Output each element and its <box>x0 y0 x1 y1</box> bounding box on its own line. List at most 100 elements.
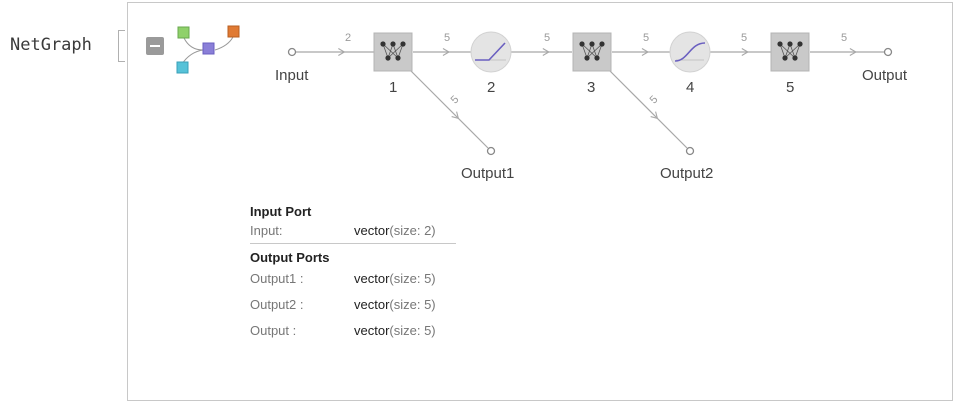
edge-2-3 <box>511 48 572 56</box>
layer-neuron <box>594 55 600 61</box>
output-port-row: Output1 : vector(size: 5) <box>250 267 456 293</box>
icon-edge-c <box>214 36 234 51</box>
port-type: vector(size: 5) <box>354 297 436 312</box>
icon-node-orange <box>227 25 240 38</box>
node-2-ramp-layer <box>470 31 512 73</box>
node-label-3: 3 <box>587 79 596 96</box>
port-type: vector(size: 5) <box>354 323 436 338</box>
layer-neuron <box>599 41 605 47</box>
collapse-button[interactable] <box>146 37 164 55</box>
edge-3-4-arrow <box>641 48 650 56</box>
edge-dim-2-3: 5 <box>544 32 551 44</box>
layer-connection <box>387 43 404 59</box>
layer-connection <box>784 43 801 59</box>
layer-neuron <box>390 41 396 47</box>
layer-box <box>572 32 612 72</box>
edge-1-2-arrow <box>442 48 451 56</box>
node-label-input: Input <box>275 67 309 84</box>
layer-connection <box>586 43 603 59</box>
edge-dim-input-1: 2 <box>345 32 352 44</box>
node-label-2: 2 <box>487 79 496 96</box>
output-port-row: Output : vector(size: 5) <box>250 319 456 345</box>
layer-neuron <box>787 41 793 47</box>
edge-4-5-arrow <box>741 48 749 56</box>
node-label-output2: Output2 <box>660 165 714 182</box>
node-label-5: 5 <box>786 79 795 96</box>
edge-1-output1-arrow <box>451 111 460 120</box>
edge-3-output2 <box>608 69 688 149</box>
icon-node-purple <box>202 42 215 55</box>
port-type: vector(size: 5) <box>354 271 436 286</box>
edge-input-1-arrow <box>338 48 346 56</box>
node-4-sigmoid-layer <box>669 31 711 73</box>
layer-neuron <box>579 41 585 47</box>
output-port-row: Output2 : vector(size: 5) <box>250 293 456 319</box>
port-name: Output1 : <box>250 271 304 286</box>
netgraph-head: NetGraph <box>10 35 92 55</box>
edge-dim-5-output: 5 <box>841 32 848 44</box>
port-info-panel: Input Port Input: vector(size: 2) Output… <box>250 204 456 345</box>
layer-neuron <box>400 41 406 47</box>
layer-box <box>373 32 413 72</box>
layer-neuron <box>777 41 783 47</box>
layer-neuron <box>385 55 391 61</box>
node-label-4: 4 <box>686 79 695 96</box>
port-size: (size: 2) <box>389 223 436 238</box>
edge-5-output-arrow <box>849 48 857 56</box>
layer-neuron <box>589 41 595 47</box>
node-output2-port <box>685 146 695 156</box>
netgraph-icon <box>176 25 240 74</box>
layer-neuron <box>395 55 401 61</box>
edge-dim-1-2: 5 <box>444 32 451 44</box>
edge-1-output1 <box>409 69 489 149</box>
port-type: vector(size: 2) <box>354 223 436 238</box>
edge-3-output2-arrow <box>650 111 659 120</box>
output-ports-heading: Output Ports <box>250 250 330 265</box>
port-size: (size: 5) <box>389 271 436 286</box>
input-port-row: Input: vector(size: 2) <box>250 219 456 241</box>
edge-2-3-arrow <box>542 48 550 56</box>
node-label-output1: Output1 <box>461 165 515 182</box>
icon-node-green <box>177 26 190 39</box>
edge-input-1 <box>296 48 374 56</box>
port-name: Input: <box>250 223 283 238</box>
open-bracket <box>118 30 125 62</box>
port-name: Output : <box>250 323 297 338</box>
port-type-name: vector <box>354 297 390 312</box>
port-type-name: vector <box>354 271 390 286</box>
edges-layer <box>296 48 884 149</box>
node-input-port <box>287 47 297 57</box>
node-2-circle <box>470 31 512 73</box>
node-5-linear-layer <box>770 32 810 72</box>
layer-neuron <box>792 55 798 61</box>
port-name: Output2 : <box>250 297 304 312</box>
layer-neuron <box>380 41 386 47</box>
info-separator <box>250 243 456 244</box>
node-output1-port <box>486 146 496 156</box>
node-label-1: 1 <box>389 79 398 96</box>
layer-neuron <box>584 55 590 61</box>
netgraph-panel <box>127 2 953 401</box>
edge-3-4 <box>612 48 670 56</box>
layer-neuron <box>797 41 803 47</box>
edge-1-2 <box>413 48 471 56</box>
node-4-curve <box>674 42 706 62</box>
edge-5-output <box>810 48 884 56</box>
icon-edge-a <box>183 37 204 51</box>
port-type-name: vector <box>354 223 390 238</box>
edge-dim-4-5: 5 <box>741 32 748 44</box>
layer-neuron <box>782 55 788 61</box>
node-label-output: Output <box>862 67 908 84</box>
port-type-name: vector <box>354 323 390 338</box>
input-port-heading: Input Port <box>250 204 312 219</box>
node-1-linear-layer <box>373 32 413 72</box>
port-size: (size: 5) <box>389 323 436 338</box>
node-3-linear-layer <box>572 32 612 72</box>
icon-node-cyan <box>176 61 189 74</box>
edge-4-5 <box>710 48 771 56</box>
node-2-curve <box>475 42 506 61</box>
node-output-port <box>883 47 893 57</box>
port-size: (size: 5) <box>389 297 436 312</box>
layer-box <box>770 32 810 72</box>
